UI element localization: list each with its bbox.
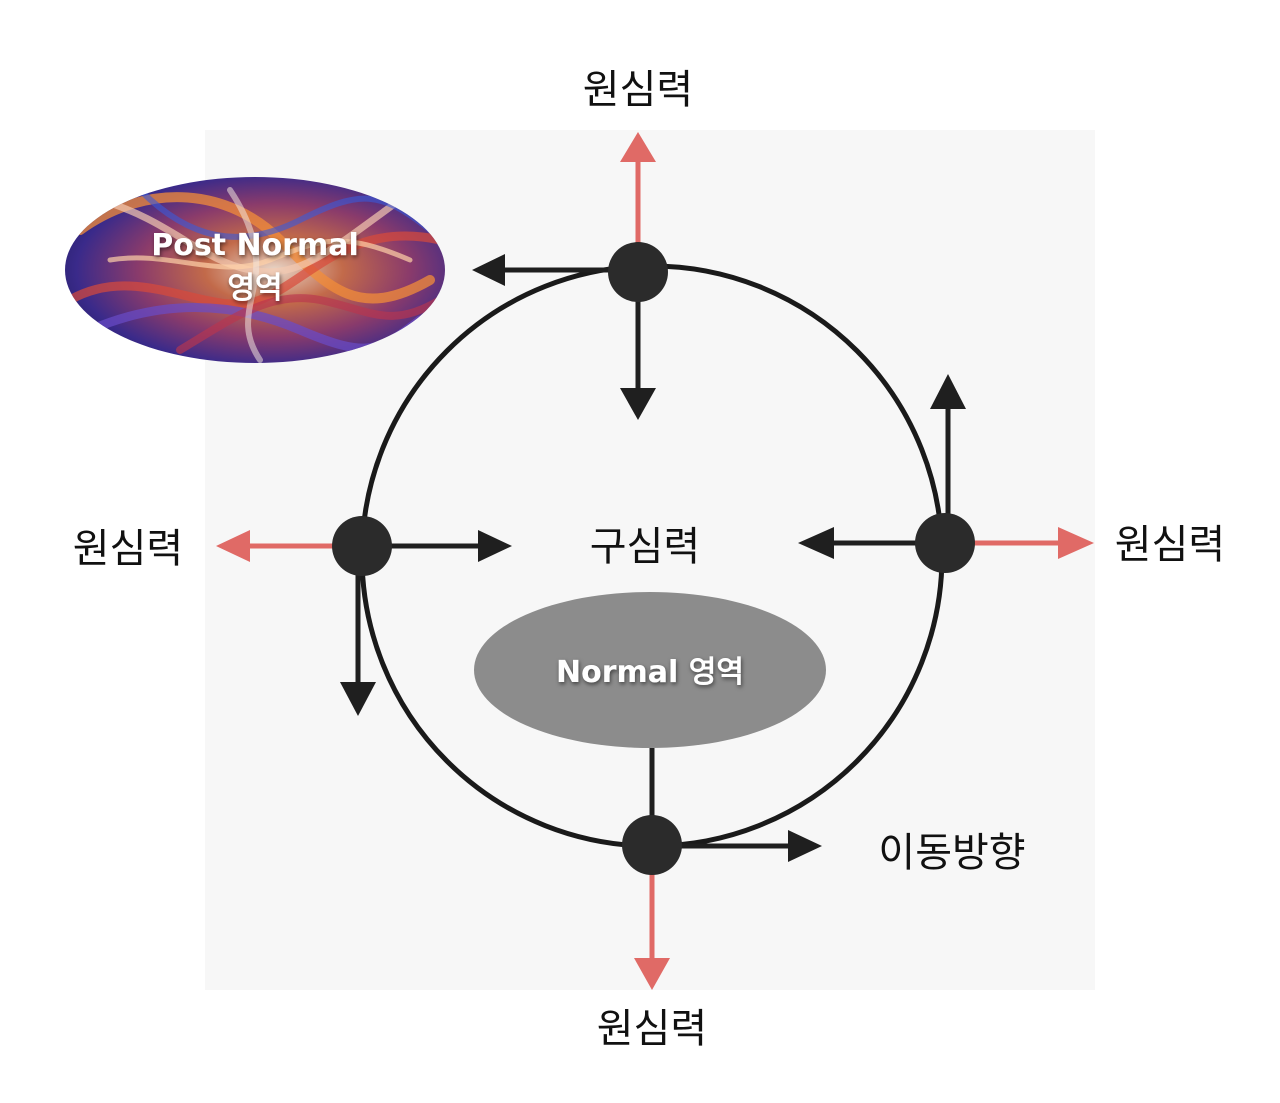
label-centrifugal-bottom: 원심력: [597, 1006, 707, 1052]
label-centrifugal-right: 원심력: [1115, 522, 1225, 568]
post-normal-label-line2: 영역: [227, 271, 282, 306]
orbiting-body-top: [608, 242, 668, 302]
tangent-arrow-bottom-head: [788, 830, 822, 862]
centrifugal-arrow-bottom-head: [634, 958, 670, 990]
label-direction: 이동방향: [878, 830, 1025, 876]
post-normal-region: Post Normal 영역: [65, 177, 445, 363]
orbiting-body-right: [915, 513, 975, 573]
label-centripetal: 구심력: [590, 524, 700, 570]
body-bottom: [622, 748, 822, 990]
body-left: [216, 516, 512, 716]
centripetal-arrow-top-head: [620, 388, 656, 420]
label-centrifugal-left: 원심력: [73, 526, 183, 572]
body-top: [472, 132, 668, 420]
centripetal-arrow-left-head: [478, 530, 512, 562]
post-normal-label-line1: Post Normal: [151, 228, 359, 263]
orbiting-body-bottom: [622, 815, 682, 875]
label-centrifugal-top: 원심력: [583, 67, 693, 113]
orbiting-body-left: [332, 516, 392, 576]
centrifugal-arrow-left-head: [216, 530, 250, 562]
normal-ellipse: [474, 592, 826, 748]
centripetal-arrow-right-head: [798, 527, 834, 559]
tangent-arrow-right-head: [930, 374, 966, 409]
normal-region: Normal 영역: [474, 592, 826, 748]
tangent-arrow-left-head: [340, 682, 376, 716]
centrifugal-arrow-right-head: [1058, 527, 1094, 559]
centrifugal-arrow-top-head: [620, 132, 656, 162]
tangent-arrow-top-head: [472, 254, 505, 286]
body-right: [798, 374, 1094, 573]
normal-label: Normal 영역: [556, 655, 744, 690]
